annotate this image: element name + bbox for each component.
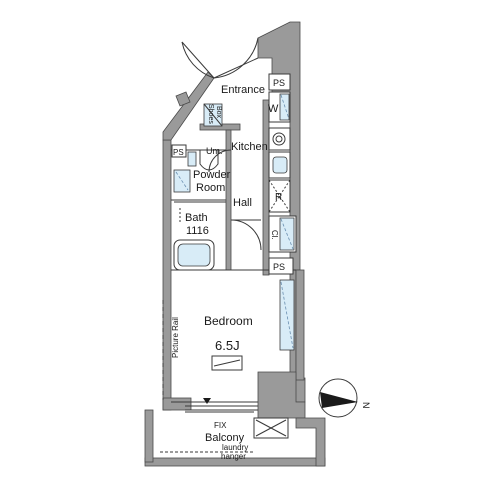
ps-left-box — [171, 144, 187, 158]
kitchen-stove — [268, 127, 291, 151]
ps-lower-label: PS — [273, 262, 285, 272]
entrance-notch — [175, 91, 191, 107]
bottom-left-wall — [162, 397, 192, 411]
north-arrow-icon — [320, 392, 358, 408]
unit-label: Um. — [206, 146, 223, 156]
entrance-door — [181, 37, 259, 79]
kitchen-wall — [262, 99, 270, 276]
window-marker — [203, 398, 211, 404]
powder-room-label-1: Powder — [193, 169, 231, 181]
room-labels: Entrance Shoes Box Kitchen Um. Powder Ro… — [171, 84, 268, 461]
bath-fixtures — [173, 201, 226, 271]
washer-label: W — [268, 103, 279, 115]
bedroom-label: Bedroom — [204, 314, 253, 328]
balcony-right-wall — [295, 417, 326, 467]
bath-label: Bath — [185, 212, 208, 224]
compass: N — [318, 378, 371, 418]
shoes-box — [203, 103, 223, 127]
balcony-left-wall — [144, 409, 154, 463]
compass-north-label: N — [361, 402, 371, 409]
ps-top-box — [268, 73, 291, 91]
bedroom-storage — [279, 279, 295, 351]
ps-top-label: PS — [273, 78, 285, 88]
ps-left-label: PS — [173, 148, 184, 157]
laundry-label-1: laundry — [222, 443, 248, 452]
closet-label: Cl. — [270, 230, 279, 240]
powder-room-fixtures — [171, 144, 219, 193]
left-wall — [162, 139, 172, 411]
kitchen-label: Kitchen — [231, 141, 268, 153]
hall-doors — [208, 149, 262, 251]
shoes-box-label-1: Shoes — [207, 104, 214, 124]
picture-rail-label: Picture Rail — [171, 317, 180, 358]
fridge-label: R — [275, 192, 282, 203]
powder-room-label-2: Room — [196, 182, 225, 194]
fix-label: FIX — [214, 421, 227, 430]
laundry-label-2: hanger — [221, 452, 246, 461]
hall-label: Hall — [233, 197, 252, 209]
shoes-box-label-2: Box — [215, 106, 222, 119]
ps-lower-box — [268, 257, 294, 275]
bedroom-details — [162, 300, 243, 404]
right-lower-wall — [295, 269, 305, 381]
balcony-label: Balcony — [205, 432, 245, 444]
entrance-label: Entrance — [221, 84, 265, 96]
balcony-details — [160, 411, 289, 453]
bedroom-size-label: 6.5J — [215, 338, 240, 353]
fixture-labels: PS W R Cl. PS PS — [173, 78, 285, 272]
bath-size-label: 1116 — [186, 225, 209, 237]
right-storage — [268, 73, 297, 351]
